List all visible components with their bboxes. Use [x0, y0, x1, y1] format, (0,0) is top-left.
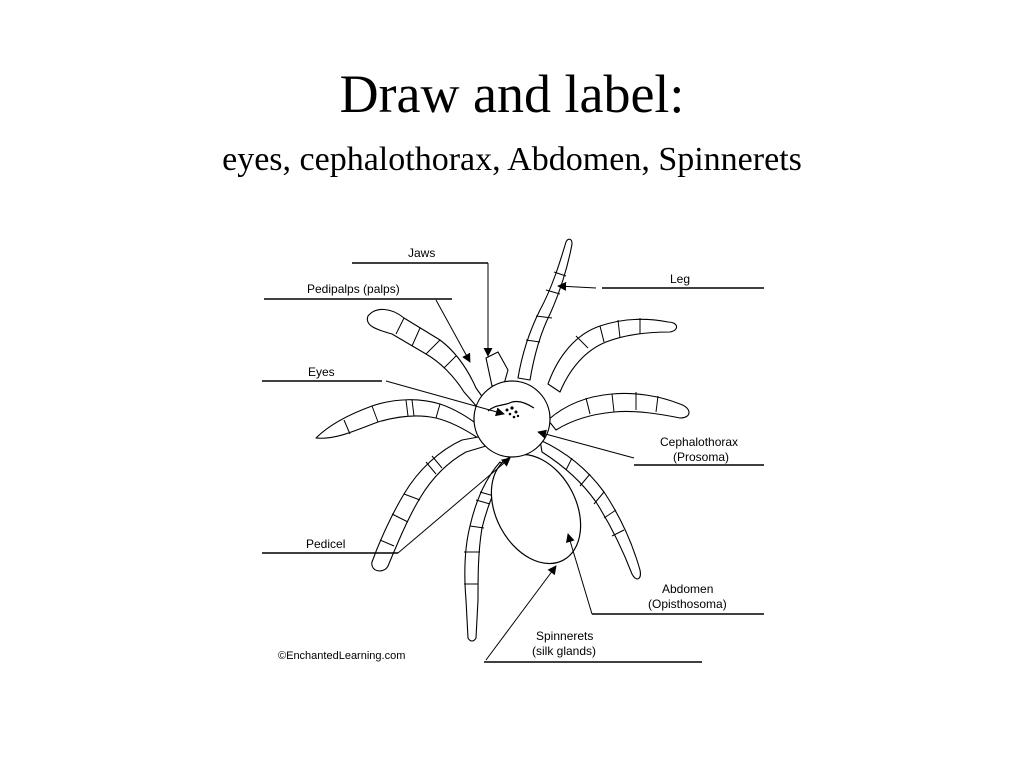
leg-left-3 [371, 435, 487, 572]
label-pedicel: Pedicel [306, 537, 345, 551]
label-lines [262, 262, 764, 663]
slide-title: Draw and label: [339, 64, 685, 124]
label-leg: Leg [670, 272, 690, 286]
cephalothorax-shape [473, 380, 551, 458]
eyes-cluster [487, 400, 535, 419]
label-abdomen-alt: (Opisthosoma) [648, 597, 727, 611]
leg-right-3 [547, 392, 690, 431]
spider-body [473, 351, 582, 565]
slide-subtitle: eyes, cephalothorax, Abdomen, Spinnerets [222, 141, 802, 178]
abdomen-shape [490, 453, 582, 565]
leg-right-4 [539, 439, 641, 580]
leg-right-2 [547, 318, 678, 393]
label-cephalothorax: Cephalothorax [660, 435, 738, 449]
label-spinnerets: Spinnerets [536, 629, 593, 643]
jaws-shape [485, 351, 509, 387]
credit-text: ©EnchantedLearning.com [278, 650, 405, 662]
label-pedipalps: Pedipalps (palps) [307, 282, 400, 296]
label-spinnerets-alt: (silk glands) [532, 644, 596, 658]
label-abdomen: Abdomen [662, 582, 713, 596]
label-cephalothorax-alt: (Prosoma) [673, 450, 729, 464]
leg-left-2 [315, 399, 483, 439]
leg-right-1 [517, 238, 573, 381]
label-eyes: Eyes [308, 365, 335, 379]
spider-legs [315, 308, 509, 642]
spider-legs-right [517, 238, 690, 580]
label-jaws: Jaws [408, 246, 435, 260]
